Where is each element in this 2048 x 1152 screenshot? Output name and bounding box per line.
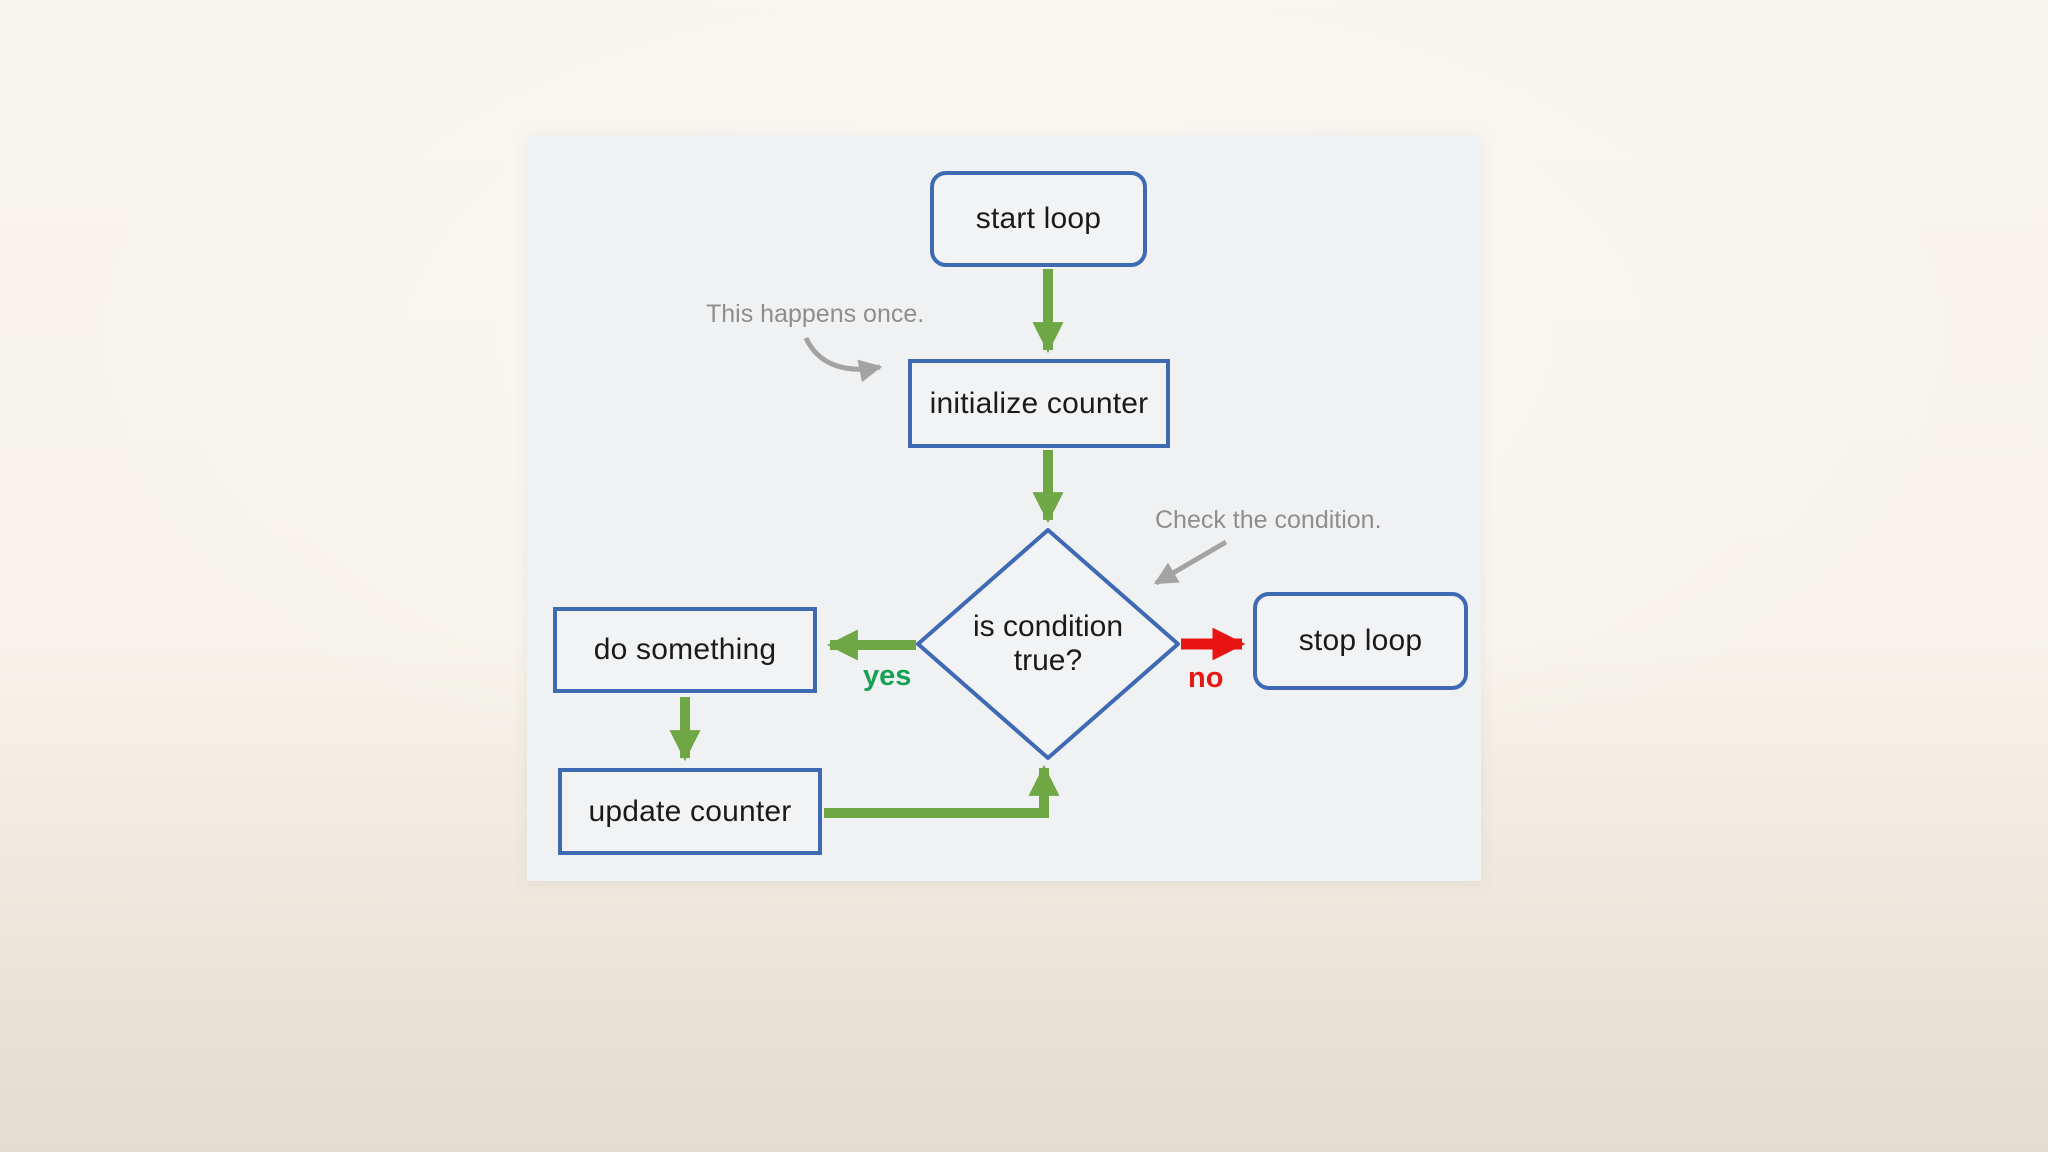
annotation-arrow-once (803, 336, 883, 383)
node-initialize-counter: initialize counter (908, 359, 1170, 448)
node-stop-loop: stop loop (1253, 592, 1468, 690)
node-initialize-counter-label: initialize counter (929, 386, 1149, 420)
node-stop-loop-label: stop loop (1298, 624, 1423, 657)
node-do-something-label: do something (593, 633, 777, 666)
node-update-counter: update counter (558, 768, 822, 855)
node-start-loop-label: start loop (975, 202, 1102, 235)
annotation-check-the-condition: Check the condition. (1155, 506, 1382, 534)
node-update-counter-label: update counter (588, 794, 792, 828)
node-do-something: do something (553, 607, 817, 693)
decision-diamond (916, 528, 1180, 760)
annotation-this-happens-once: This happens once. (706, 300, 925, 328)
arrow-update-to-condition (824, 764, 1060, 818)
annotation-arrow-check (1154, 539, 1228, 586)
edge-label-no: no (1188, 662, 1224, 694)
edge-label-yes: yes (863, 660, 912, 692)
node-start-loop: start loop (930, 171, 1147, 267)
